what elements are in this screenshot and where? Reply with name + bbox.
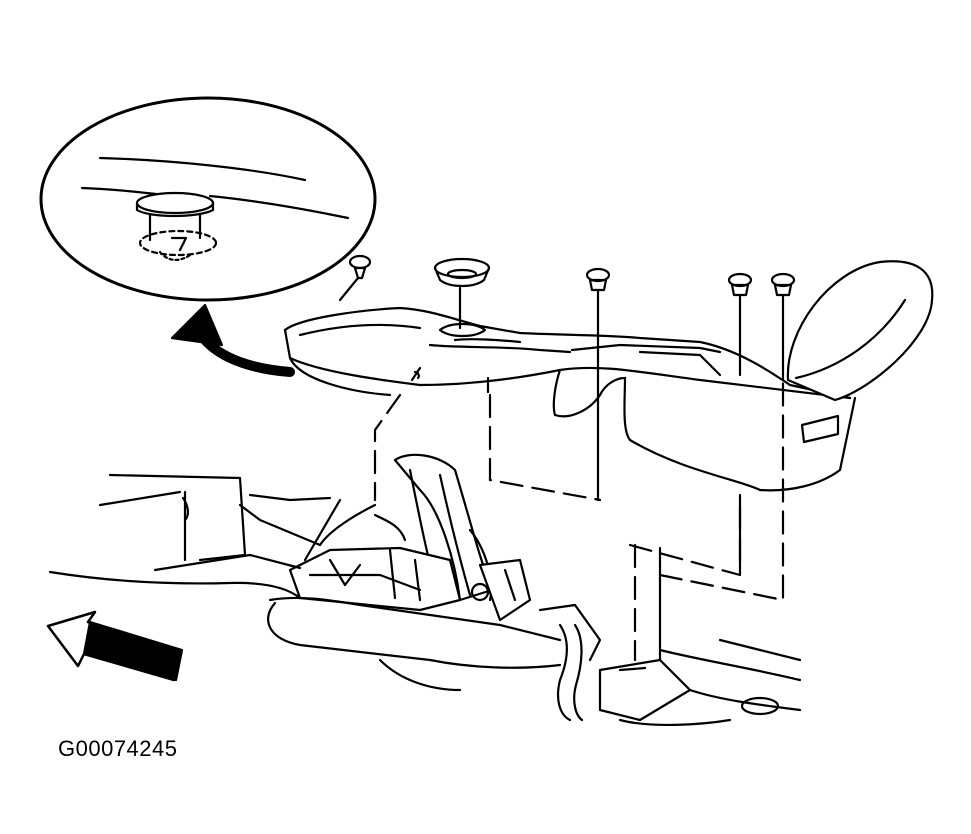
floor-tunnel [48,473,802,727]
fastener-screw-2 [727,272,753,377]
fastener-screw-3 [770,272,796,382]
fastener-push-pin-1 [338,254,372,302]
fastener-grommet [433,257,491,330]
retainer-pin-detail [135,191,218,261]
detail-callout-circle [39,96,377,302]
front-direction-arrow [46,610,184,682]
fastener-screw-1 [585,267,611,342]
alignment-lines [373,338,785,667]
figure-id-label: G00074245 [58,736,178,761]
floor-console [283,260,934,492]
shifter-base-bracket [288,498,462,612]
parking-brake-lever [393,453,532,622]
callout-arrow [170,303,295,377]
